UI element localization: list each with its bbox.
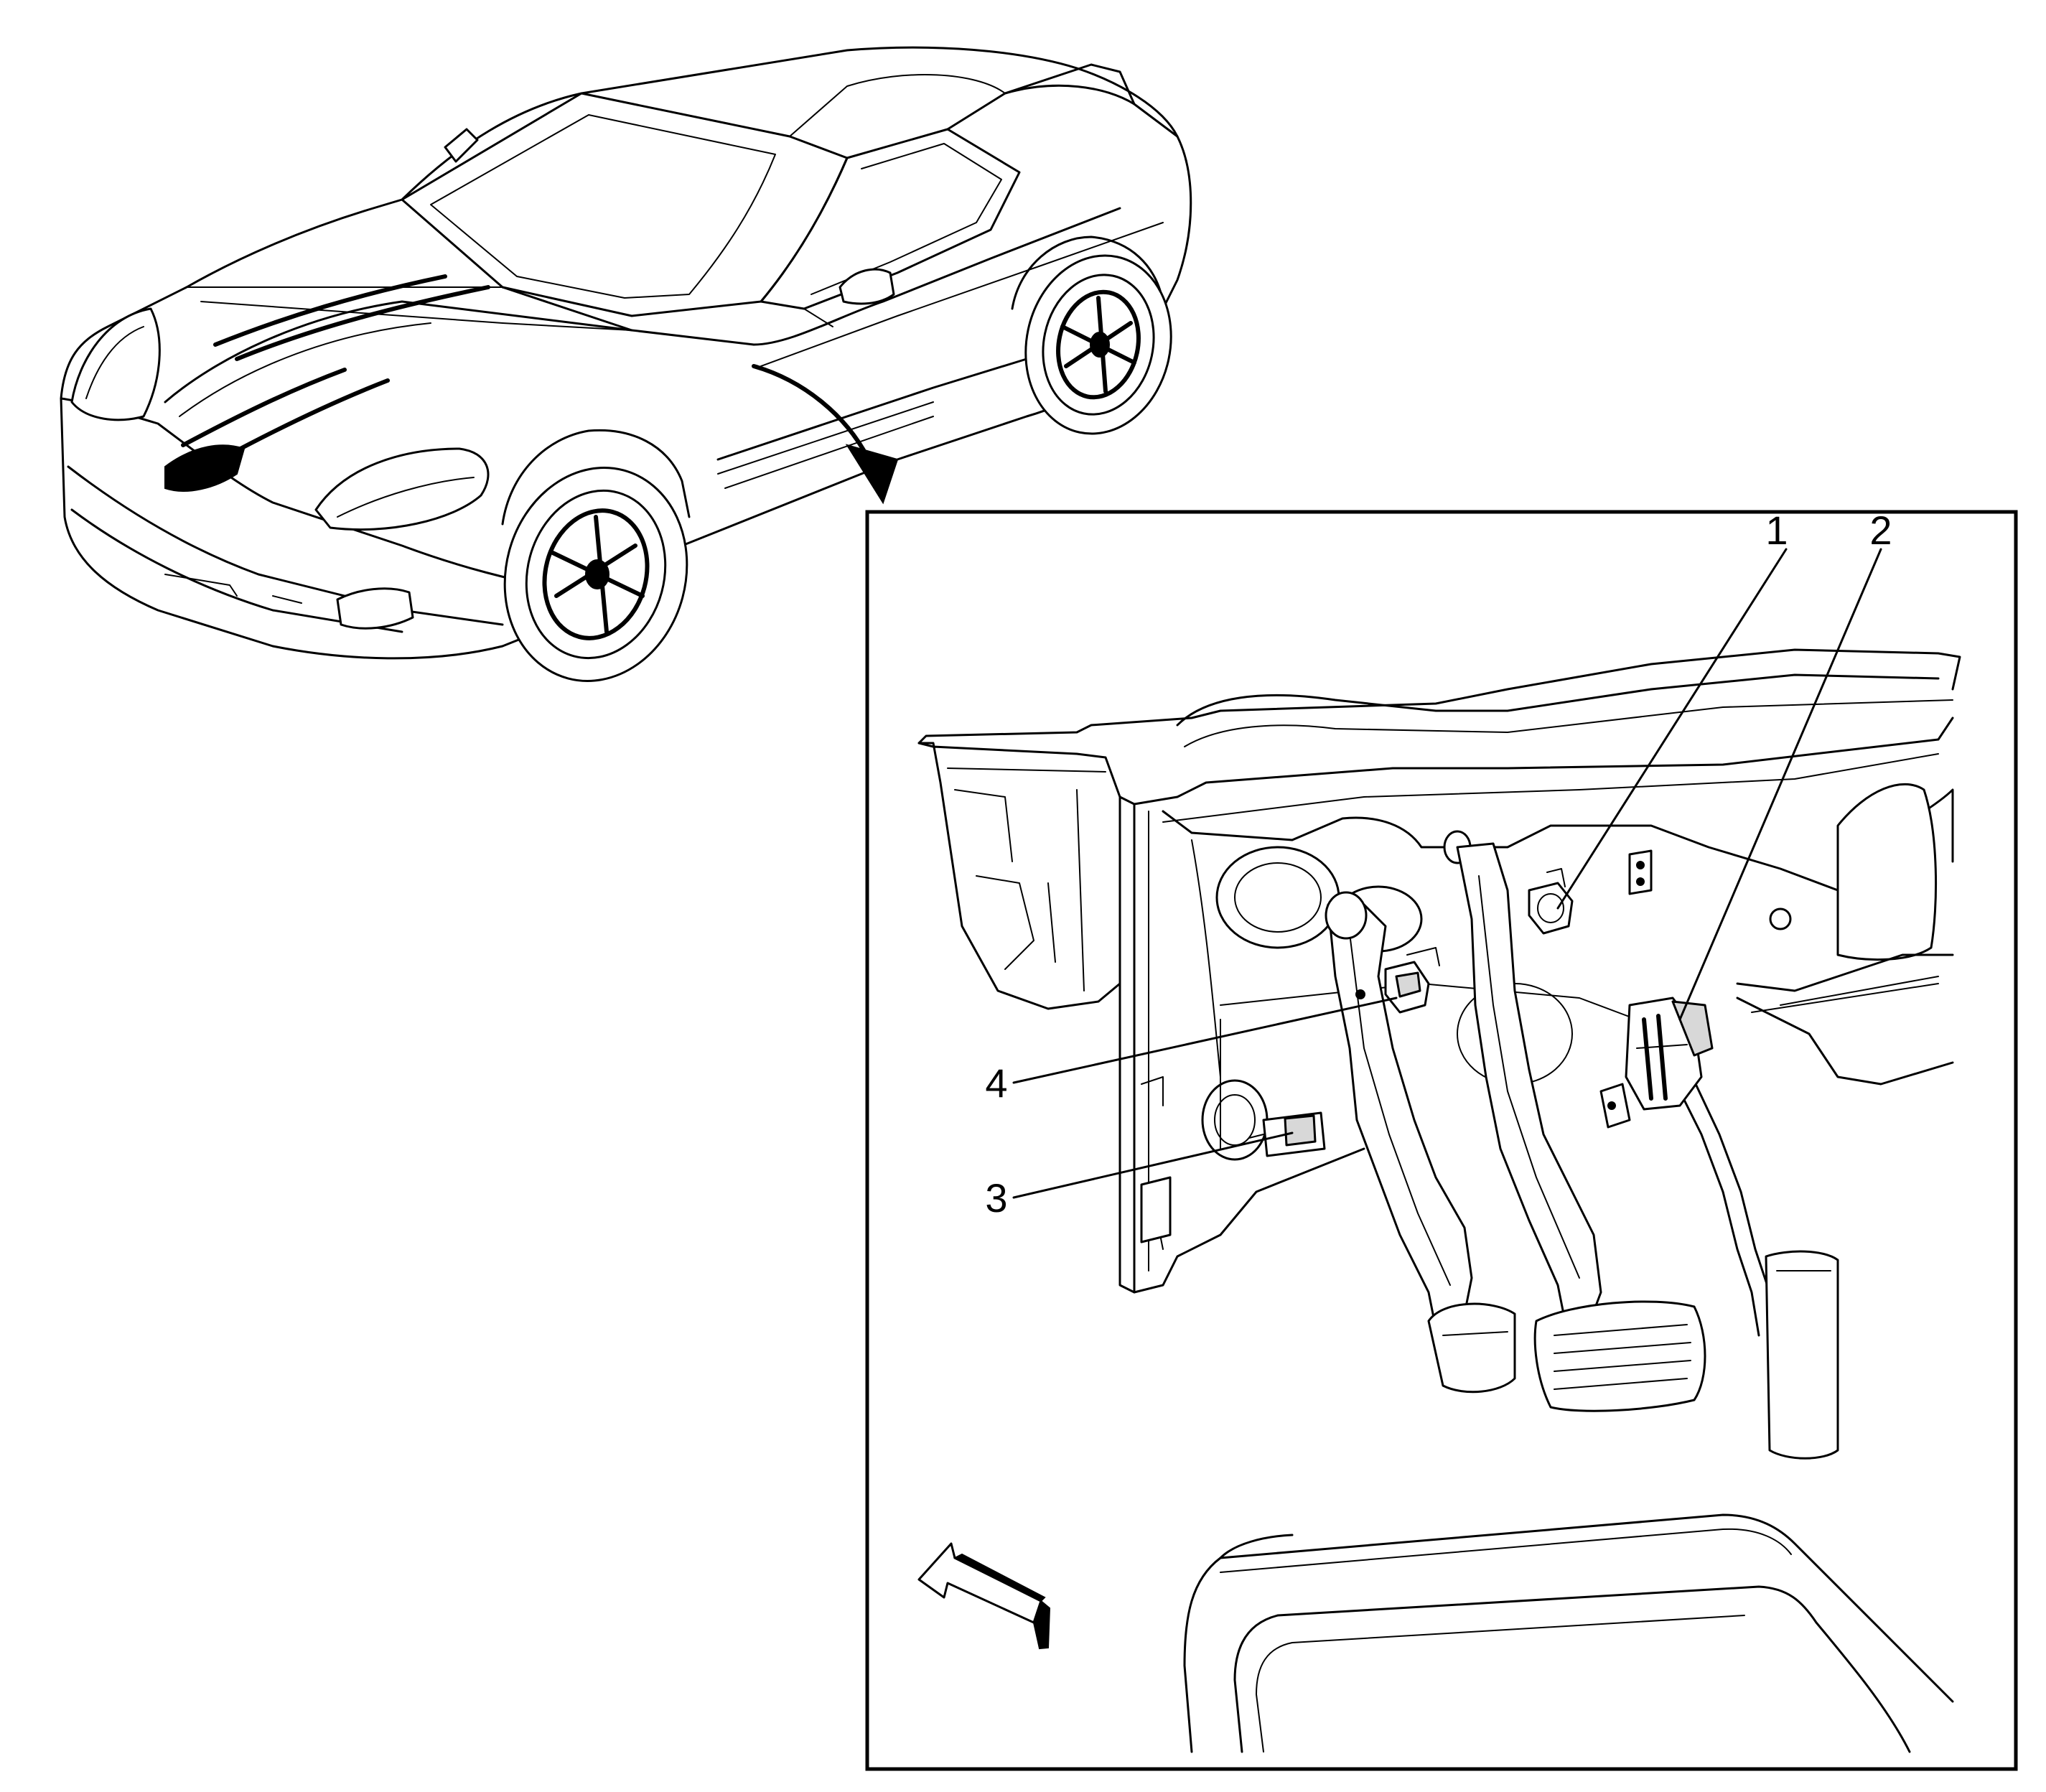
curved-arrow-icon xyxy=(752,364,899,505)
callout-4-label: 4 xyxy=(985,1060,1007,1106)
pedal-assembly-detail xyxy=(917,648,1961,1294)
clutch-pedal-position-sensor xyxy=(1528,868,1574,935)
callout-2: 2 xyxy=(1678,508,1892,1021)
callout-1-label: 1 xyxy=(1765,508,1788,553)
direction-arrow-icon xyxy=(917,1542,1051,1650)
connector-component xyxy=(1248,1111,1326,1157)
brake-pedal xyxy=(1456,842,1706,1412)
callout-1: 1 xyxy=(1556,508,1788,910)
callout-2-label: 2 xyxy=(1869,508,1892,553)
detail-view-frame xyxy=(865,510,2018,1771)
car-outline-icon xyxy=(60,46,1192,682)
callout-3: 3 xyxy=(985,1131,1294,1221)
floor-panel xyxy=(1183,1513,1954,1753)
callout-4: 4 xyxy=(985,997,1398,1106)
sensor-component xyxy=(1355,947,1440,1014)
accelerator-pedal xyxy=(1599,997,1839,1460)
callout-3-label: 3 xyxy=(985,1175,1007,1221)
